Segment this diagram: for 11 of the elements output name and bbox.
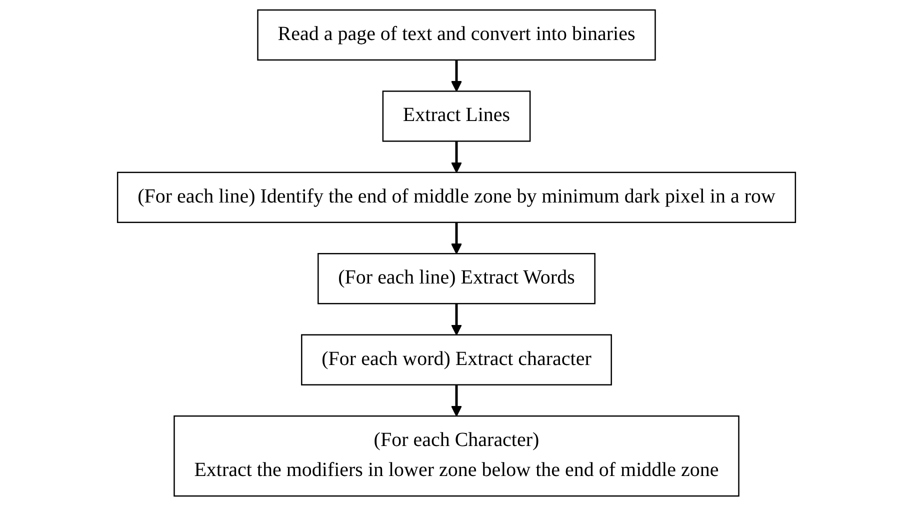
arrow [451,141,462,173]
node-box: (For each line) Extract Words [318,253,596,304]
arrow [451,304,462,336]
node-box: (For each line) Identify the end of middle zone by minimum dark pixel in a row [116,172,796,224]
node-box: Extract Lines [382,90,531,142]
node-box: Read a page of text and convert into binaries [257,9,656,61]
node-box: (For each Character) Extract the modifiers in lower zone below the end of middle zone [174,415,740,497]
node-box: (For each word) Extract character [301,334,612,386]
arrow [451,222,462,254]
arrow [451,384,462,417]
arrow [451,60,462,92]
